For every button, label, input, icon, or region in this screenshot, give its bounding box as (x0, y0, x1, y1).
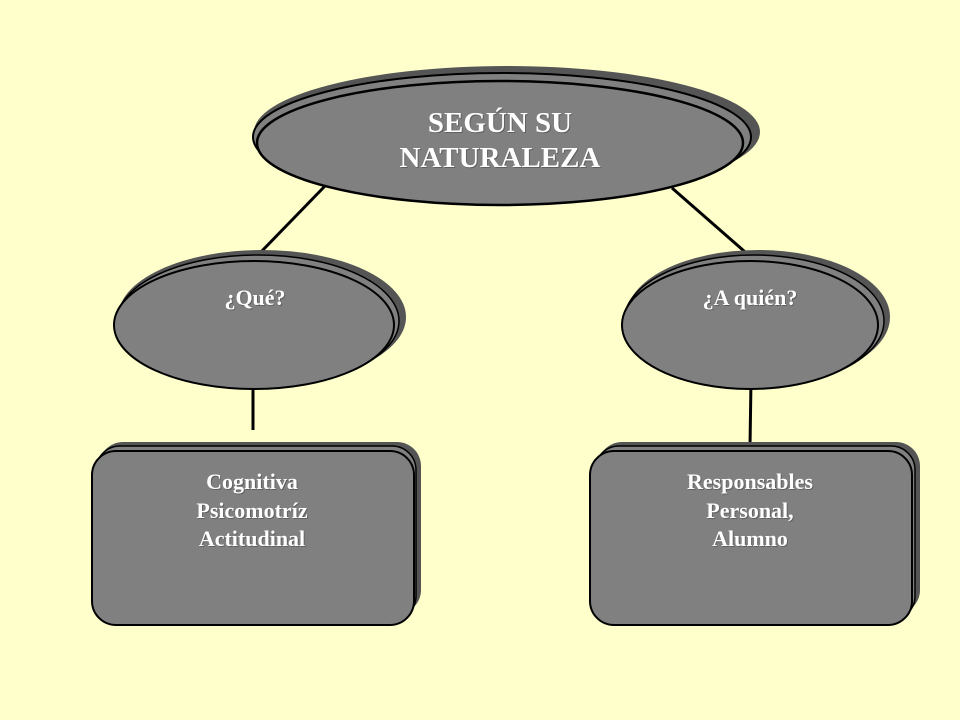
right-ellipse (621, 260, 879, 390)
root-label-line-2: NATURALEZA (399, 141, 601, 174)
right-box-line-3: Alumno (712, 526, 788, 552)
left-label-text: ¿Qué? (224, 285, 286, 310)
left-box (91, 450, 415, 626)
right-box-label: Responsables Personal, Alumno (610, 468, 890, 554)
connector-root-left (256, 184, 327, 257)
root-label-line-1: SEGÚN SU (427, 107, 573, 139)
left-box-line-2: Psicomotríz (196, 497, 308, 523)
left-box-line-1: Cognitiva (206, 469, 298, 494)
root-label: SEGÚN SU NATURALEZA (330, 106, 670, 176)
left-box-label: Cognitiva Psicomotríz Actitudinal (112, 468, 392, 554)
left-ellipse (113, 260, 395, 390)
connector-root-right (671, 186, 753, 260)
right-label: ¿A quién? (645, 285, 855, 311)
left-label: ¿Qué? (150, 285, 360, 311)
root-ellipse (255, 79, 745, 207)
right-label-text: ¿A quién? (702, 285, 798, 310)
connector-right-box (748, 379, 753, 448)
right-box (589, 450, 913, 626)
right-box-line-1: Responsables (687, 469, 813, 494)
right-box-line-2: Personal, (706, 497, 794, 523)
left-box-line-3: Actitudinal (198, 526, 306, 552)
